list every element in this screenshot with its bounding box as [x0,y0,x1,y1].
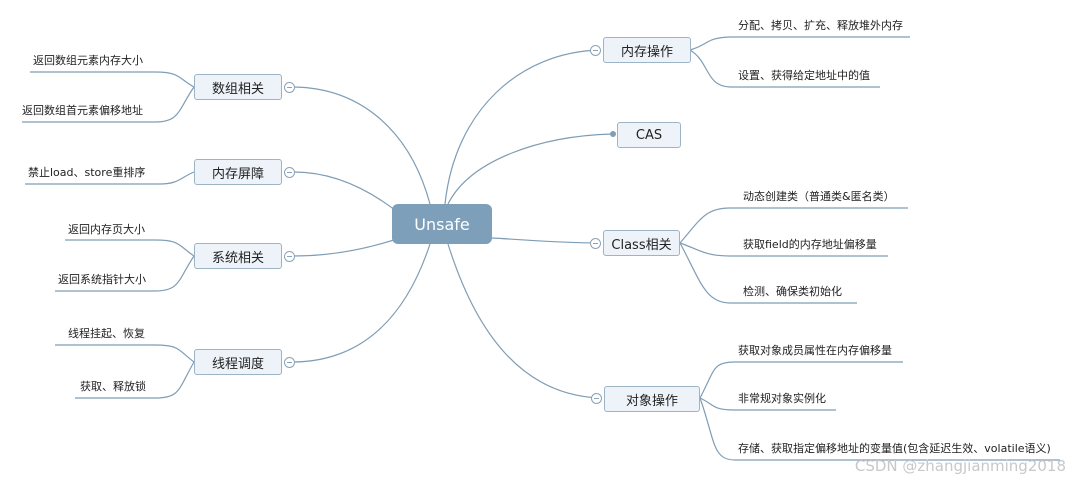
connector-object-leaf-3 [699,397,1060,461]
connector-class-leaf-1 [679,207,908,244]
collapse-icon[interactable] [590,45,601,56]
connector-class-leaf-3 [679,242,857,304]
collapse-icon[interactable] [284,251,295,262]
collapse-icon[interactable] [284,167,295,178]
connector-memory-leaf-2 [689,49,880,88]
leaf-class-2[interactable]: 获取field的内存地址偏移量 [743,238,877,251]
collapse-icon[interactable] [284,82,295,93]
connector-class-leaf-2 [679,242,888,257]
connector-center-memory-op [444,49,601,205]
leaf-array-1[interactable]: 返回数组元素内存大小 [33,54,143,67]
connector-dot-icon [610,131,616,137]
watermark: CSDN @zhangjianming2018 [854,457,1066,475]
connector-center-thread [293,243,431,363]
connector-system-leaf-2 [55,255,195,292]
connector-center-array [293,86,431,205]
connector-center-cas [447,133,613,205]
collapse-icon[interactable] [591,393,602,404]
topic-memory-operations[interactable]: 内存操作 [603,37,691,63]
topic-class-related[interactable]: Class相关 [603,230,680,256]
connector-object-leaf-1 [699,361,903,399]
connector-system-leaf-1 [65,239,195,257]
connector-center-barrier [293,171,401,215]
leaf-thread-1[interactable]: 线程挂起、恢复 [68,327,145,340]
connector-center-system [293,237,401,257]
connector-barrier-leaf-1 [25,171,195,185]
leaf-barrier-1[interactable]: 禁止load、store重排序 [28,166,146,179]
connector-array-leaf-1 [30,71,195,88]
leaf-object-2[interactable]: 非常规对象实例化 [738,392,826,405]
connector-object-leaf-2 [699,397,836,411]
topic-array-related[interactable]: 数组相关 [194,74,282,100]
leaf-system-1[interactable]: 返回内存页大小 [68,223,145,236]
leaf-class-1[interactable]: 动态创建类（普通类&匿名类） [743,190,895,203]
leaf-memory-2[interactable]: 设置、获得给定地址中的值 [738,69,870,82]
topic-thread-scheduling[interactable]: 线程调度 [194,349,282,375]
topic-object-operations[interactable]: 对象操作 [604,386,700,412]
connector-thread-leaf-1 [55,344,195,363]
connector-memory-leaf-1 [689,36,910,51]
topic-system-related[interactable]: 系统相关 [194,243,282,269]
leaf-memory-1[interactable]: 分配、拷贝、扩充、释放堆外内存 [738,19,903,32]
connector-center-class [491,237,601,244]
leaf-array-2[interactable]: 返回数组首元素偏移地址 [22,104,143,117]
central-topic[interactable]: Unsafe [392,204,492,244]
leaf-class-3[interactable]: 检测、确保类初始化 [743,285,842,298]
connector-array-leaf-2 [22,86,195,123]
topic-cas[interactable]: CAS [617,122,681,148]
collapse-icon[interactable] [590,238,601,249]
leaf-system-2[interactable]: 返回系统指针大小 [58,273,146,286]
connector-center-object-op [447,243,601,399]
connector-thread-leaf-2 [75,361,195,399]
leaf-thread-2[interactable]: 获取、释放锁 [80,380,146,393]
leaf-object-1[interactable]: 获取对象成员属性在内存偏移量 [738,344,892,357]
collapse-icon[interactable] [284,357,295,368]
topic-memory-barrier[interactable]: 内存屏障 [194,159,282,185]
leaf-object-3[interactable]: 存储、获取指定偏移地址的变量值(包含延迟生效、volatile语义) [738,442,1051,455]
